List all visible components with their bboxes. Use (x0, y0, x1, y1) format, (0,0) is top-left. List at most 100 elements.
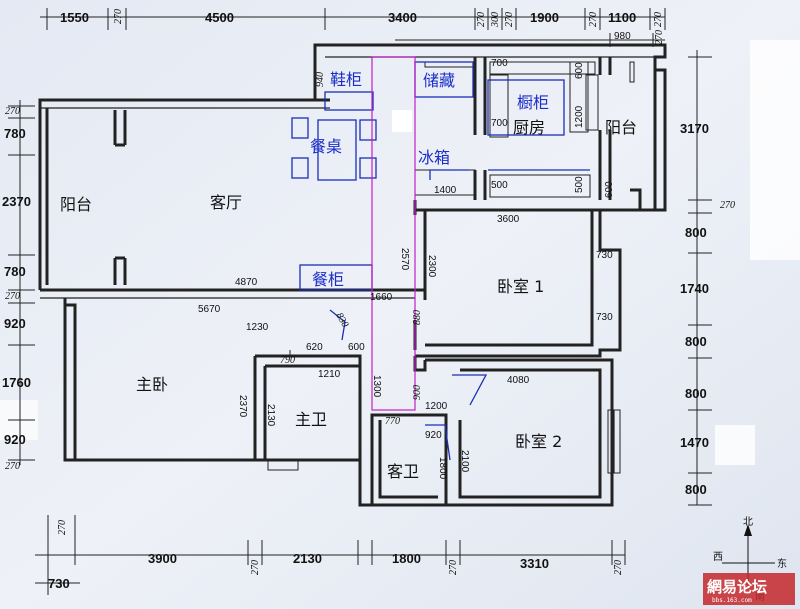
label-bedroom-1: 卧室 1 (497, 277, 544, 296)
dim-bottom: 270 (57, 520, 68, 535)
dim-bottom: 270 (448, 560, 459, 575)
compass-west: 西 (713, 552, 723, 563)
watermark-badge (703, 573, 795, 605)
dim-right: 270 (720, 200, 735, 211)
label-master-bedroom: 主卧 (136, 375, 168, 394)
dim-interior: 700 (491, 58, 508, 69)
dim-left: 920 (4, 432, 26, 447)
dim-left: 1760 (2, 375, 31, 390)
dim-right: 800 (685, 225, 707, 240)
dim-right: 1470 (680, 435, 709, 450)
dim-interior: 770 (385, 416, 400, 427)
dim-interior: 1660 (370, 292, 393, 303)
dimension-lines (8, 8, 712, 595)
dim-bottom: 2130 (293, 551, 322, 566)
dim-left: 270 (5, 461, 20, 472)
label-balcony-right: 阳台 (605, 118, 637, 137)
dim-interior: 1300 (371, 375, 382, 398)
label-guest-bath: 客卫 (387, 462, 419, 481)
dim-interior: 620 (306, 342, 323, 353)
label-sideboard: 餐柜 (312, 270, 344, 289)
dim-top: 270 (476, 12, 487, 27)
dim-interior: 4870 (235, 277, 258, 288)
dim-interior: 2370 (237, 395, 248, 418)
dim-interior: 5670 (198, 304, 221, 315)
dim-top: 3400 (388, 10, 417, 25)
compass-east: 东 (777, 557, 787, 570)
dim-bottom: 270 (250, 560, 261, 575)
dim-interior: 790 (280, 355, 295, 366)
dim-interior: 500 (574, 176, 585, 193)
dim-bottom: 270 (613, 560, 624, 575)
dim-interior: 1200 (425, 401, 448, 412)
dim-interior: 1210 (318, 369, 341, 380)
dim-interior: 1200 (574, 105, 585, 128)
dim-interior: 1800 (437, 457, 448, 480)
dim-top: 270 (113, 9, 124, 24)
dim-interior: 2300 (426, 255, 437, 278)
label-fridge: 冰箱 (418, 148, 450, 167)
blue-furniture (291, 61, 590, 461)
dim-interior: 1230 (246, 322, 269, 333)
whiteout-patch (750, 40, 800, 260)
dim-bottom: 1800 (392, 551, 421, 566)
dim-left: 780 (4, 264, 26, 279)
dim-top: 270 (588, 12, 599, 27)
dim-interior: 3600 (497, 214, 520, 225)
label-cupboard: 橱柜 (517, 93, 549, 112)
dim-interior: 2570 (399, 248, 410, 271)
dim-interior: 700 (491, 118, 508, 129)
dim-right: 800 (685, 386, 707, 401)
dim-bottom: 730 (48, 576, 70, 591)
dim-top: 270 (504, 12, 515, 27)
dim-bottom: 3900 (148, 551, 177, 566)
label-balcony-left: 阳台 (60, 195, 92, 214)
dim-right: 1740 (680, 281, 709, 296)
dim-top: 1900 (530, 10, 559, 25)
dim-interior: 940 (315, 72, 326, 87)
label-master-bath: 主卫 (295, 410, 327, 429)
dim-top: 4500 (205, 10, 234, 25)
dim-interior: 880 (412, 310, 423, 325)
dim-top: 300 (490, 12, 501, 28)
watermark-logo: 網易论坛 (707, 578, 767, 596)
dim-interior: 2130 (265, 404, 276, 427)
label-living-room: 客厅 (210, 193, 242, 212)
dim-left: 2370 (2, 194, 31, 209)
dim-top: 1550 (60, 10, 89, 25)
dim-top: 270 (654, 30, 665, 45)
label-storage: 储藏 (423, 71, 455, 90)
dim-interior: 730 (596, 312, 613, 323)
dim-left: 270 (5, 291, 20, 302)
dim-interior: 600 (604, 181, 615, 198)
north-arrow-icon (744, 524, 752, 536)
dim-bottom: 3310 (520, 556, 549, 571)
dim-left: 920 (4, 316, 26, 331)
dim-interior: 900 (412, 385, 423, 400)
label-shoe-cabinet: 鞋柜 (330, 70, 362, 89)
dim-interior: 920 (425, 430, 442, 441)
dim-right: 800 (685, 334, 707, 349)
dim-interior: 600 (574, 62, 585, 79)
watermark: 網易论坛 bbs.163.com (703, 573, 795, 605)
dim-top: 980 (614, 31, 631, 42)
dim-interior: 4080 (507, 375, 530, 386)
label-dining-table: 餐桌 (310, 137, 342, 156)
whiteout-patch (392, 110, 412, 132)
dim-interior: 600 (348, 342, 365, 353)
watermark-sub: bbs.163.com (712, 597, 752, 604)
dim-left: 780 (4, 126, 26, 141)
dim-interior: 2100 (459, 450, 470, 473)
label-bedroom-2: 卧室 2 (515, 432, 562, 451)
dim-interior: 500 (491, 180, 508, 191)
dim-left: 270 (5, 106, 20, 117)
whiteout-patch (715, 425, 755, 465)
dim-interior: 730 (596, 250, 613, 261)
dim-top: 270 (653, 12, 664, 27)
dim-right: 800 (685, 482, 707, 497)
dim-interior: 1400 (434, 185, 457, 196)
dim-right: 3170 (680, 121, 709, 136)
label-kitchen: 厨房 (513, 118, 545, 137)
